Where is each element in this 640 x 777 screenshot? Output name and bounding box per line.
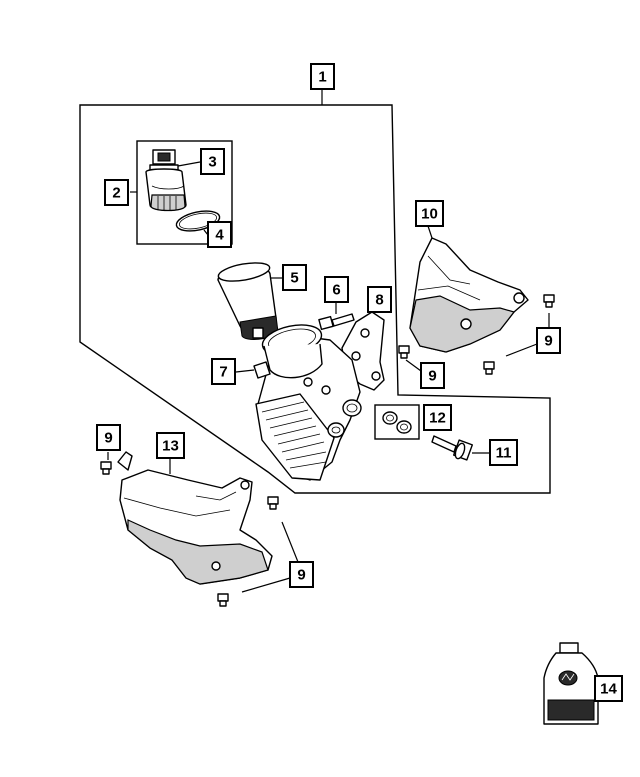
- callout-14: 14: [594, 675, 623, 702]
- callout-13-label: 13: [162, 438, 179, 455]
- callout-2: 2: [104, 179, 129, 206]
- callout-9-lower-label: 9: [297, 567, 305, 584]
- callout-14-label: 14: [600, 681, 617, 698]
- callout-9-left: 9: [96, 424, 121, 451]
- washers-icon-12: [374, 404, 420, 440]
- callout-10: 10: [415, 200, 444, 227]
- callout-8-label: 8: [375, 292, 383, 309]
- callout-8: 8: [367, 286, 392, 313]
- callout-6-label: 6: [332, 282, 340, 299]
- callout-11-label: 11: [496, 445, 512, 462]
- callout-9-left-label: 9: [104, 430, 112, 447]
- callout-1: 1: [310, 63, 335, 90]
- callout-3-label: 3: [208, 154, 216, 171]
- callout-4: 4: [207, 221, 232, 248]
- bolt-icon-9-upper-right: [398, 294, 555, 375]
- callout-11: 11: [489, 439, 518, 466]
- bolt-icon-11: [431, 435, 490, 461]
- callout-9-upper-right-label: 9: [544, 333, 552, 350]
- callout-7-label: 7: [219, 364, 227, 381]
- callout-3: 3: [200, 148, 225, 175]
- assembly-1-outline: [79, 89, 551, 494]
- callout-6: 6: [324, 276, 349, 303]
- callout-2-label: 2: [112, 185, 120, 202]
- callout-9-lower: 9: [289, 561, 314, 588]
- callout-5: 5: [282, 264, 307, 291]
- callout-9-middle-label: 9: [428, 368, 436, 385]
- callout-4-label: 4: [215, 227, 224, 244]
- callout-12: 12: [423, 404, 452, 431]
- callout-7: 7: [211, 358, 236, 385]
- callout-10-label: 10: [421, 206, 438, 223]
- oil-filter-housing-icon: [235, 305, 385, 481]
- bolt-icon-9-lower: [100, 452, 299, 607]
- callout-5-label: 5: [290, 270, 298, 287]
- oil-filter-cap-icon: [145, 149, 201, 212]
- callout-1-label: 1: [318, 69, 326, 86]
- heat-shield-icon-10: [409, 225, 529, 353]
- bolt-icon-6: [318, 302, 355, 331]
- heat-shield-icon-13: [117, 451, 273, 585]
- callout-9-middle: 9: [420, 362, 445, 389]
- oil-filter-element-icon: [217, 262, 283, 340]
- callout-13: 13: [156, 432, 185, 459]
- callout-12-label: 12: [429, 410, 446, 427]
- callout-9-upper-right: 9: [536, 327, 561, 354]
